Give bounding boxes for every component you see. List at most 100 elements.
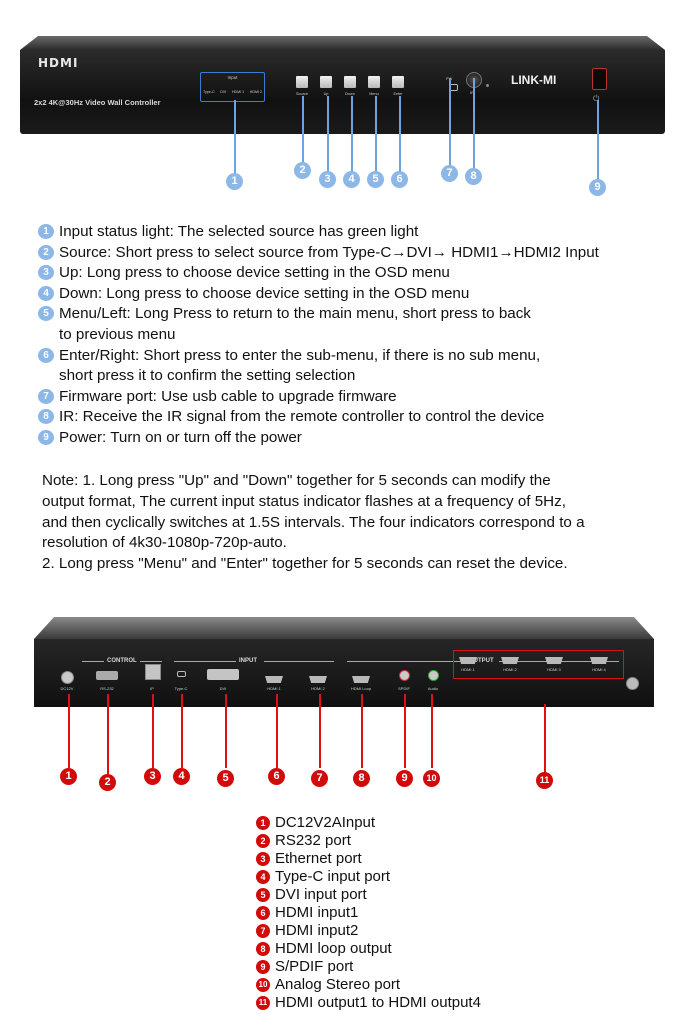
legend-text: Down: Long press to choose device settin…	[59, 284, 470, 302]
callout-6: 6	[391, 171, 408, 188]
hdmi-input-port	[309, 676, 327, 683]
callout-line	[404, 694, 406, 768]
legend-number: 4	[38, 285, 54, 301]
ir-label: IR	[470, 90, 474, 95]
port-label: Type-C	[174, 686, 188, 691]
led-label: HDMI 2	[249, 90, 262, 94]
hdmi-output-group	[453, 650, 624, 679]
legend-number: 3	[256, 852, 270, 866]
note-block: Note: 1. Long press "Up" and "Down" toge…	[42, 471, 662, 575]
front-panel-image: HDMI 2x2 4K@30Hz Video Wall Controller I…	[20, 36, 665, 134]
button-label: Enter	[393, 92, 403, 96]
callout-6: 6	[268, 768, 285, 785]
callout-line	[375, 96, 377, 172]
callout-10: 10	[423, 770, 440, 787]
callout-9: 9	[589, 179, 606, 196]
legend-number: 5	[38, 306, 54, 322]
callout-11: 11	[536, 772, 553, 789]
group-line	[140, 661, 162, 662]
button-label: Source	[295, 92, 309, 96]
callout-1: 1	[60, 768, 77, 785]
legend-text: HDMI output1 to HDMI output4	[275, 994, 481, 1011]
callout-line	[449, 78, 451, 166]
group-line	[82, 661, 104, 662]
legend-text: Firmware port: Use usb cable to upgrade …	[59, 387, 397, 405]
port-label: DVI	[219, 686, 227, 691]
port-label: HDMI 1	[267, 686, 281, 691]
callout-2: 2	[294, 162, 311, 179]
port-label: RS-232	[100, 686, 114, 691]
legend-item: 4 Down: Long press to choose device setti…	[38, 284, 668, 305]
led-label: Type-C	[203, 90, 215, 94]
dvi-port	[207, 669, 239, 680]
source-button	[296, 76, 308, 88]
button-label: Down	[345, 92, 355, 96]
dc-power-jack	[61, 671, 74, 684]
callout-4: 4	[343, 171, 360, 188]
port-label: HDMI 2	[503, 667, 517, 672]
group-line	[347, 661, 465, 662]
callout-line	[107, 694, 109, 774]
legend-text: Source: Short press to select source fro…	[59, 243, 599, 261]
port-label: HDMI 3	[547, 667, 561, 672]
hdmi-output-port	[501, 657, 519, 664]
hdmi-output-port	[590, 657, 608, 664]
callout-line	[351, 96, 353, 172]
callout-line	[234, 100, 236, 176]
legend-text: HDMI input2	[275, 922, 359, 939]
port-label: HDMI Loop	[350, 686, 372, 691]
note-line: 2. Long press "Menu" and "Enter" togethe…	[42, 555, 568, 573]
note-line: resolution of 4k30-1080p-720p-auto.	[42, 534, 287, 552]
callout-line	[181, 694, 183, 768]
legend-number: 3	[38, 265, 54, 281]
legend-number: 2	[38, 244, 54, 260]
callout-line	[327, 96, 329, 172]
legend-number: 9	[38, 429, 54, 445]
callout-line	[225, 694, 227, 768]
legend-number: 4	[256, 870, 270, 884]
legend-number: 7	[256, 924, 270, 938]
led-label: DVI	[220, 90, 227, 94]
callout-2: 2	[99, 774, 116, 791]
callout-line	[597, 100, 599, 180]
hdmi-loop-port	[352, 676, 370, 683]
spdif-port	[399, 670, 410, 681]
callout-line	[399, 96, 401, 172]
power-switch	[592, 68, 607, 90]
legend-number: 10	[256, 978, 270, 992]
legend-text: Type-C input port	[275, 868, 391, 885]
callout-8: 8	[353, 770, 370, 787]
port-label: HDMI 2	[311, 686, 325, 691]
legend-number: 1	[38, 224, 54, 239]
callout-line	[276, 694, 278, 768]
legend-text: S/PDIF port	[275, 958, 354, 975]
legend-number: 5	[256, 888, 270, 902]
callout-1: 1	[226, 173, 243, 190]
audio-port	[428, 670, 439, 681]
legend-text: HDMI loop output	[275, 940, 392, 957]
callout-line	[473, 78, 475, 168]
callout-3: 3	[319, 171, 336, 188]
led-label: HDMI 1	[231, 90, 245, 94]
down-button	[344, 76, 356, 88]
callout-7: 7	[441, 165, 458, 182]
note-line: output format, The current input status …	[42, 492, 566, 510]
legend-number: 1	[256, 816, 270, 830]
port-label: IP	[150, 686, 154, 691]
legend-item: 7 HDMI input2	[256, 922, 481, 940]
callout-5: 5	[217, 770, 234, 787]
input-group-label: INPUT	[239, 658, 257, 664]
note-line: Note: 1. Long press "Up" and "Down" toge…	[42, 472, 551, 489]
